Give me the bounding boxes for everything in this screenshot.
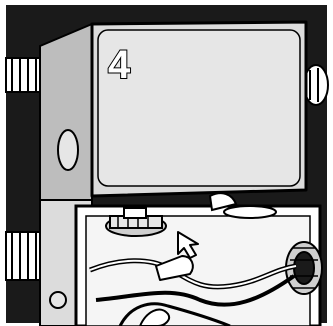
- loose-wire: [138, 308, 170, 326]
- wires: [89, 258, 297, 326]
- upper-right-cable-icon: [303, 64, 329, 106]
- wire-nut-icon: [155, 255, 194, 281]
- ground-screw-icon: [105, 207, 167, 237]
- box-interior: [74, 192, 322, 326]
- cursor-arrow-icon: [177, 231, 199, 259]
- step-number: 4: [108, 43, 131, 87]
- knockout-icon: [57, 129, 79, 171]
- electrical-box-cover-plate-icon: 4: [90, 20, 308, 198]
